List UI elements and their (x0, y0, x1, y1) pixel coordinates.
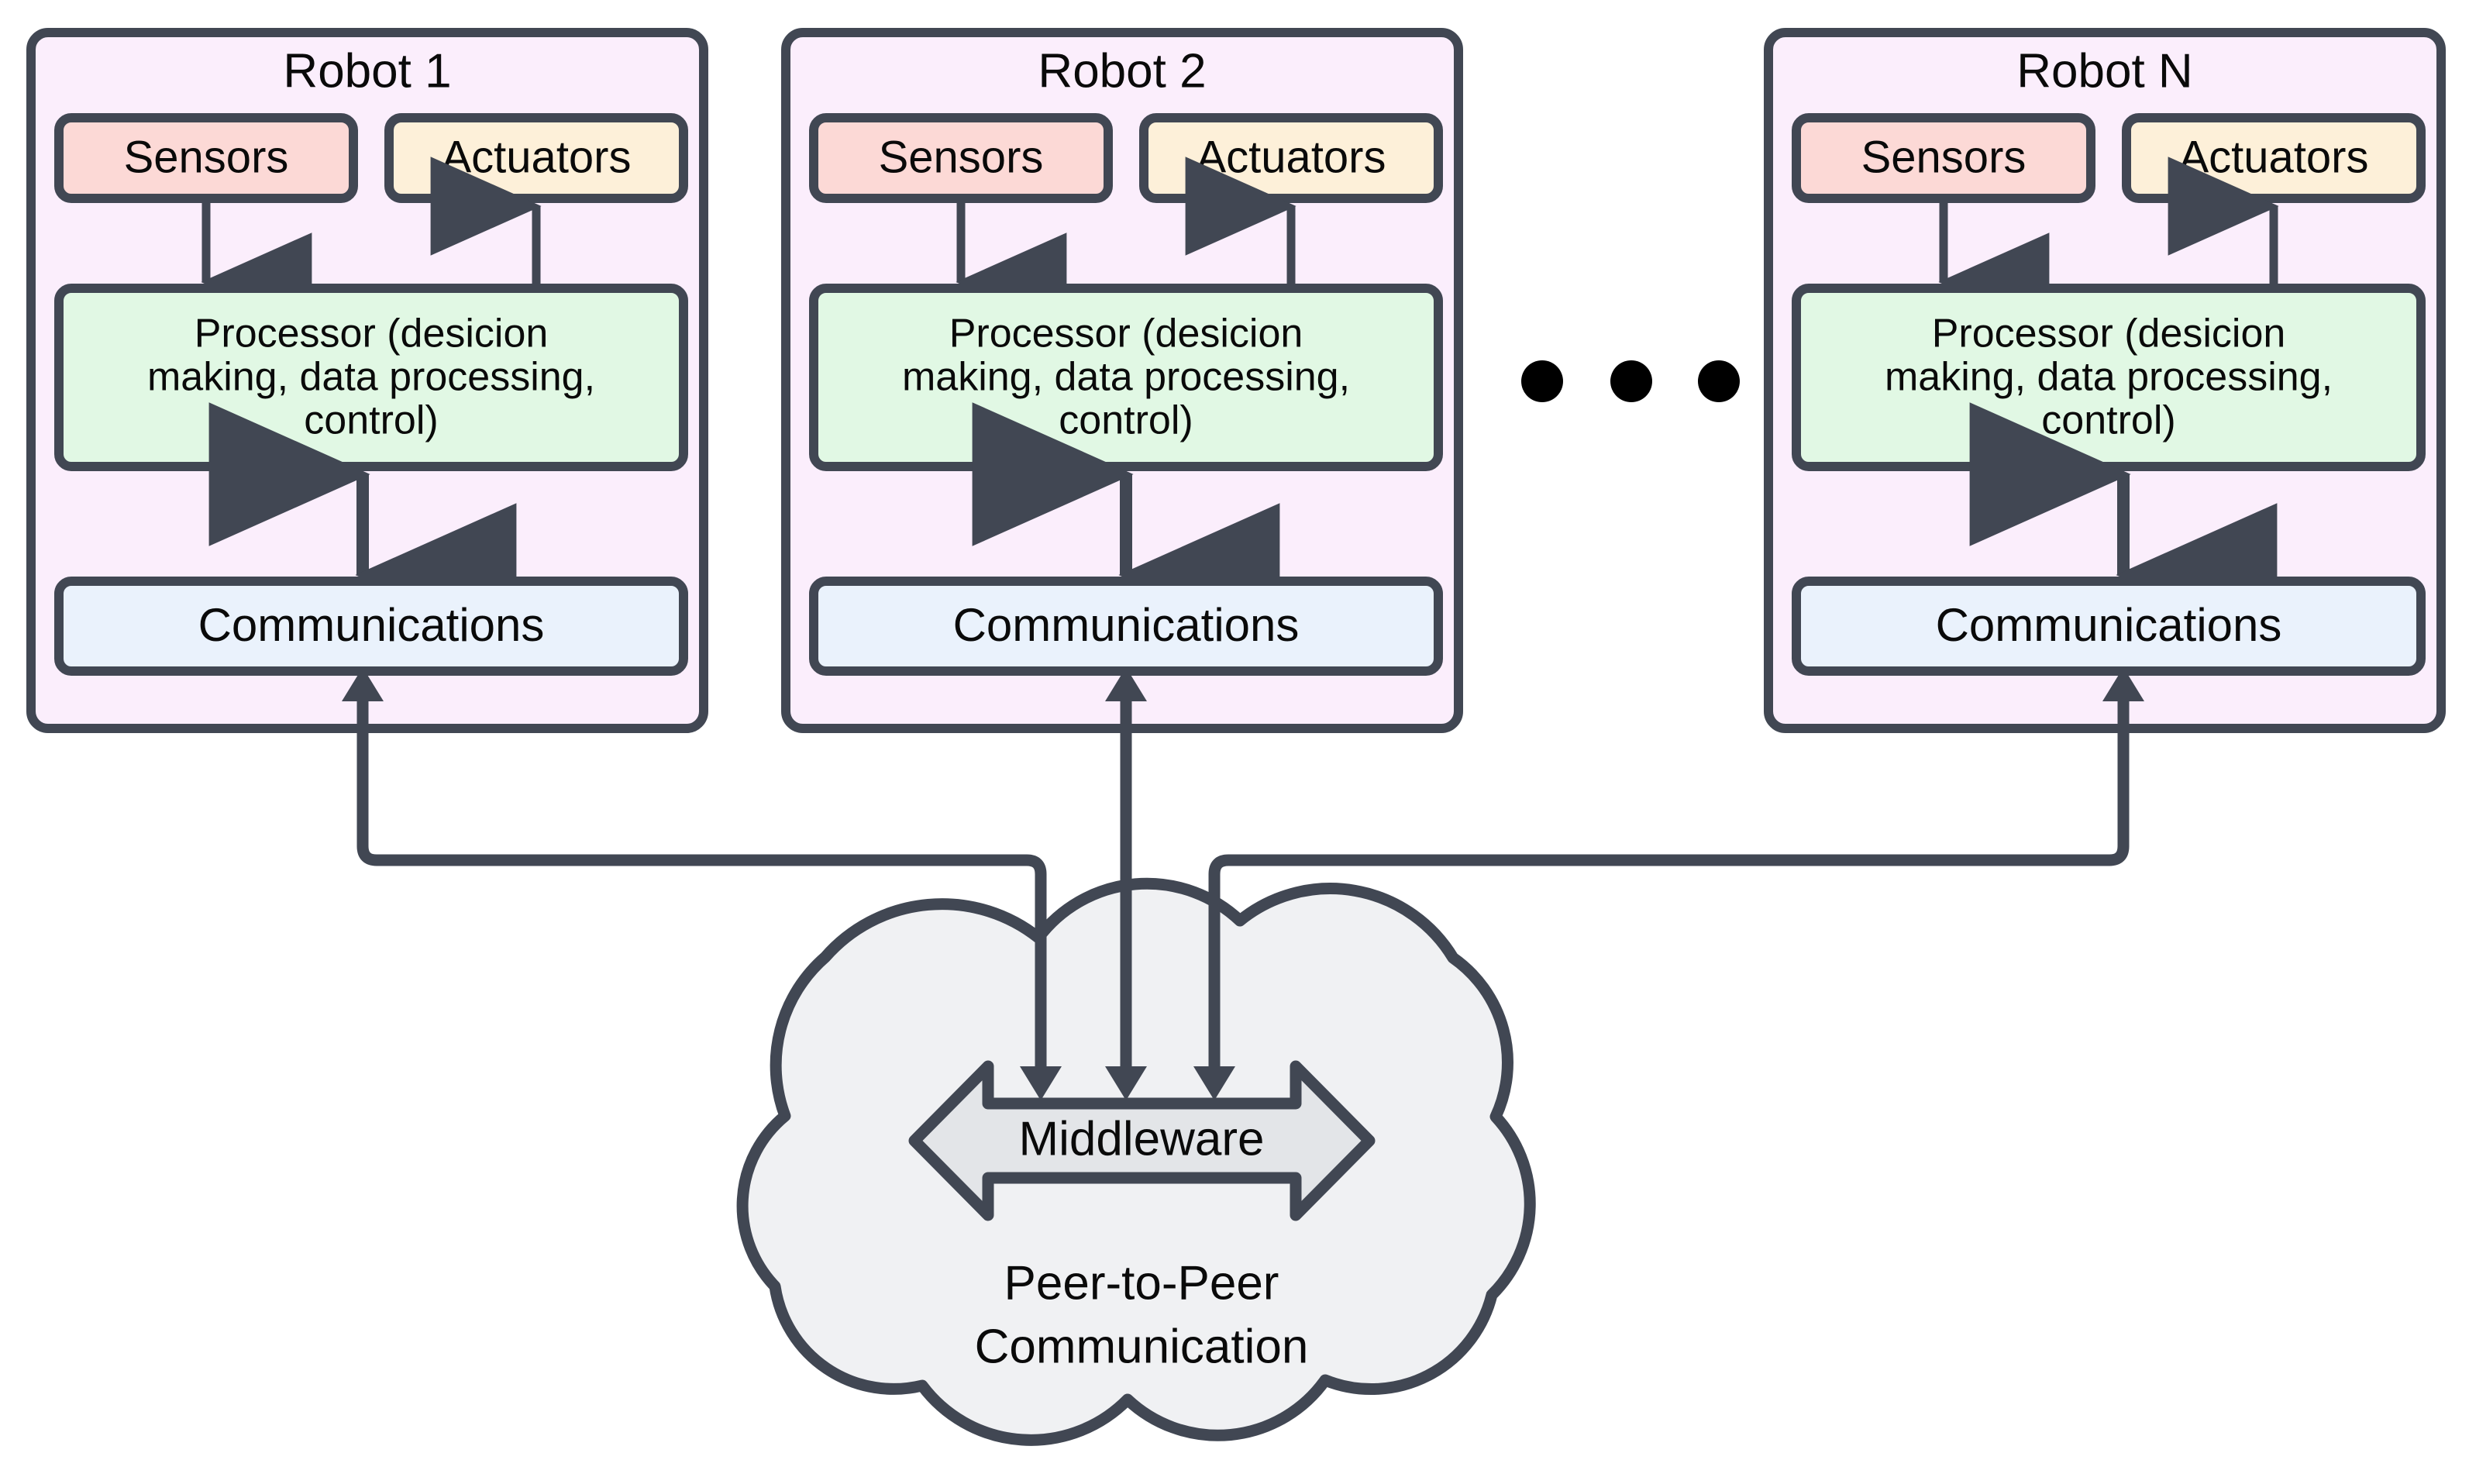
ellipsis-dot-3 (1698, 360, 1740, 402)
processor-label-2-line3: control) (1059, 398, 1193, 443)
actuators-label-1: Actuators (442, 132, 632, 182)
cloud-caption: Peer-to-Peer Communication (975, 1256, 1309, 1373)
ellipsis-dots (1521, 360, 1740, 402)
processor-label-1-line3: control) (304, 398, 438, 443)
processor-label-1-line1: Processor (desicion (195, 312, 549, 356)
connector-robotn-to-middleware (1193, 667, 2144, 1100)
ellipsis-dot-2 (1610, 360, 1652, 402)
sensors-label-2: Sensors (879, 132, 1044, 182)
processor-label-n-line2: making, data processing, (1885, 355, 2333, 400)
middleware-arrow-shape (908, 1060, 1376, 1221)
communications-label-2: Communications (953, 599, 1300, 651)
connector-line-robotn (1208, 728, 2130, 1081)
sensors-box-n[interactable] (1792, 113, 2095, 203)
robot-panel-2-title: Robot 2 (1038, 44, 1206, 98)
cloud-caption-line2: Communication (975, 1320, 1309, 1373)
actuators-label-2: Actuators (1197, 132, 1386, 182)
middleware-label: Middleware (1018, 1112, 1264, 1166)
processor-label-n-line1: Processor (desicion (1932, 312, 2286, 356)
processor-label-2-line1: Processor (desicion (949, 312, 1303, 356)
connector-arrowhead-up-robotn (2102, 667, 2144, 701)
connector-arrowhead-up-robot1 (342, 667, 384, 701)
connector-robot2-to-middleware (1105, 667, 1147, 1100)
communications-label-1: Communications (198, 599, 545, 651)
robot-panel-1[interactable]: Robot 1 Sensors Actuators Processor (des… (26, 28, 708, 733)
middleware-arrow[interactable]: Middleware (908, 1060, 1376, 1221)
connector-arrowhead-up-robot2 (1105, 667, 1147, 701)
processor-label-1-line2: making, data processing, (147, 355, 595, 400)
ellipsis-dot-1 (1521, 360, 1563, 402)
sensors-box-1[interactable] (54, 113, 358, 203)
communications-label-n: Communications (1936, 599, 2282, 651)
robot-panel-n-title: Robot N (2016, 44, 2192, 98)
processor-label-2-line2: making, data processing, (902, 355, 1350, 400)
processor-label-n-line3: control) (2041, 398, 2175, 443)
sensors-label-1: Sensors (124, 132, 289, 182)
connector-line-robot1 (356, 728, 1047, 1081)
sensors-label-n: Sensors (1861, 132, 2027, 182)
communications-box-n[interactable] (1792, 577, 2426, 676)
connector-arrowhead-robot2 (1105, 1066, 1147, 1100)
connector-arrowhead-robotn (1193, 1066, 1235, 1100)
connector-arrowhead-robot1 (1020, 1066, 1062, 1100)
communications-box-1[interactable] (54, 577, 688, 676)
robot-panel-n[interactable]: Robot N Sensors Actuators Processor (des… (1764, 28, 2446, 733)
sensors-box-2[interactable] (809, 113, 1113, 203)
connector-robot1-to-middleware (342, 667, 1062, 1100)
robot-panel-1-title: Robot 1 (283, 44, 451, 98)
robot-panel-2[interactable]: Robot 2 Sensors Actuators Processor (des… (781, 28, 1463, 733)
cloud-caption-line1: Peer-to-Peer (1004, 1256, 1279, 1310)
actuators-label-n: Actuators (2179, 132, 2369, 182)
